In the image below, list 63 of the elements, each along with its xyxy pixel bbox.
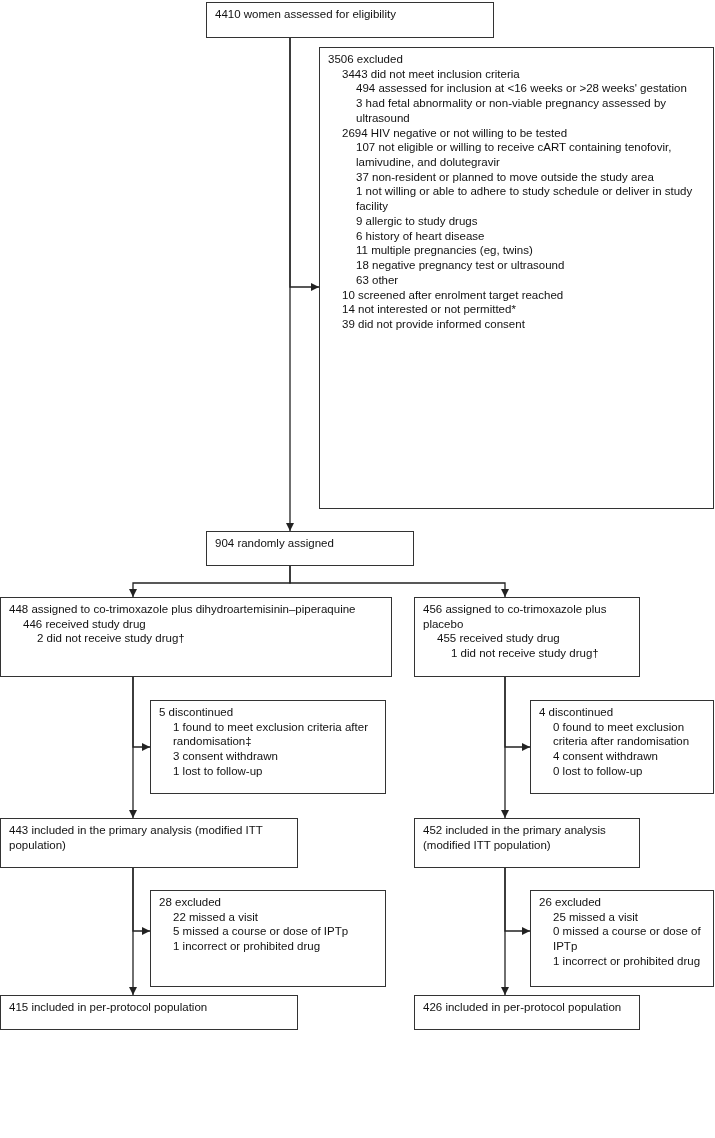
box-heading: 426 included in per-protocol population	[423, 1000, 623, 1015]
box-heading: 26 excluded	[539, 895, 603, 910]
box-text: 455 received study drug	[437, 631, 561, 647]
box-heading: 448 assigned to co-trimoxazole plus dihydroartemisinin–piperaquine	[9, 602, 357, 617]
box-text: 4 consent withdrawn	[553, 749, 659, 764]
box-text: 3 had fetal abnormality or non-viable pregnancy assessed by ultrasound	[356, 96, 668, 126]
box-heading: 28 excluded	[159, 895, 223, 910]
box-text: 63 other	[356, 272, 400, 288]
box-text: 11 multiple pregnancies (eg, twins)	[356, 243, 534, 259]
arrow	[129, 867, 137, 996]
box-heading: 456 assigned to co-trimoxazole plus placebo	[423, 602, 608, 632]
process-box	[0, 995, 298, 1030]
box-text: 1 not willing or able to adhere to study schedule or deliver in study facility	[356, 184, 694, 214]
box-text: 3 consent withdrawn	[173, 749, 279, 764]
box-text: 5 missed a course or dose of IPTp	[173, 924, 350, 940]
box-heading: 904 randomly assigned	[215, 536, 335, 551]
process-box	[206, 2, 494, 38]
box-text: 6 history of heart disease	[356, 228, 486, 244]
box-text: 10 screened after enrolment target reached	[342, 287, 565, 303]
arrow	[129, 676, 137, 819]
box-text: 14 not interested or not permitted*	[342, 302, 517, 317]
process-box	[530, 700, 714, 794]
box-text: 0 found to meet exclusion criteria after randomisation	[553, 719, 691, 750]
box-text: 1 lost to follow-up	[173, 763, 264, 779]
process-box	[150, 890, 386, 987]
box-text: 0 missed a course or dose of IPTp	[553, 924, 702, 954]
process-box	[206, 531, 414, 566]
box-text: 1 incorrect or prohibited drug	[553, 953, 702, 969]
box-heading: 4 discontinued	[539, 705, 615, 720]
box-text: 1 did not receive study drug†	[451, 646, 600, 661]
arrow	[289, 565, 509, 598]
process-box	[150, 700, 386, 794]
box-heading: 3506 excluded	[328, 52, 404, 67]
process-box	[414, 818, 640, 868]
box-heading: 452 included in the primary analysis (modified ITT population)	[423, 823, 607, 853]
process-box	[530, 890, 714, 987]
process-box	[414, 995, 640, 1030]
box-text: 0 lost to follow-up	[553, 763, 644, 779]
arrow	[501, 676, 509, 819]
process-box	[0, 818, 298, 868]
box-text: 1 found to meet exclusion criteria after randomisation‡	[173, 719, 369, 750]
arrow	[501, 867, 509, 996]
box-heading: 415 included in per-protocol population	[9, 1000, 209, 1015]
box-heading: 5 discontinued	[159, 705, 235, 720]
box-text: 39 did not provide informed consent	[342, 316, 526, 332]
box-text: 37 non-resident or planned to move outside the study area	[356, 169, 655, 185]
box-text: 3443 did not meet inclusion criteria	[342, 66, 521, 82]
box-heading: 4410 women assessed for eligibility	[215, 7, 397, 22]
box-text: 2 did not receive study drug†	[37, 631, 186, 647]
box-text: 446 received study drug	[23, 616, 147, 632]
box-text: 2694 HIV negative or not willing to be tested	[342, 125, 569, 141]
box-text: 1 incorrect or prohibited drug	[173, 939, 322, 954]
box-text: 107 not eligible or willing to receive cART containing tenofovir, lamivudine, and dolutegravir	[356, 140, 673, 170]
box-text: 18 negative pregnancy test or ultrasound	[356, 258, 566, 273]
box-text: 494 assessed for inclusion at <16 weeks or >28 weeks' gestation	[356, 81, 688, 97]
box-text: 9 allergic to study drugs	[356, 213, 479, 229]
box-text: 22 missed a visit	[173, 909, 259, 925]
process-box	[319, 47, 714, 509]
arrow	[286, 37, 294, 532]
box-text: 25 missed a visit	[553, 909, 639, 925]
process-box	[414, 597, 640, 677]
process-box	[0, 597, 392, 677]
box-heading: 443 included in the primary analysis (modified ITT population)	[9, 823, 264, 853]
